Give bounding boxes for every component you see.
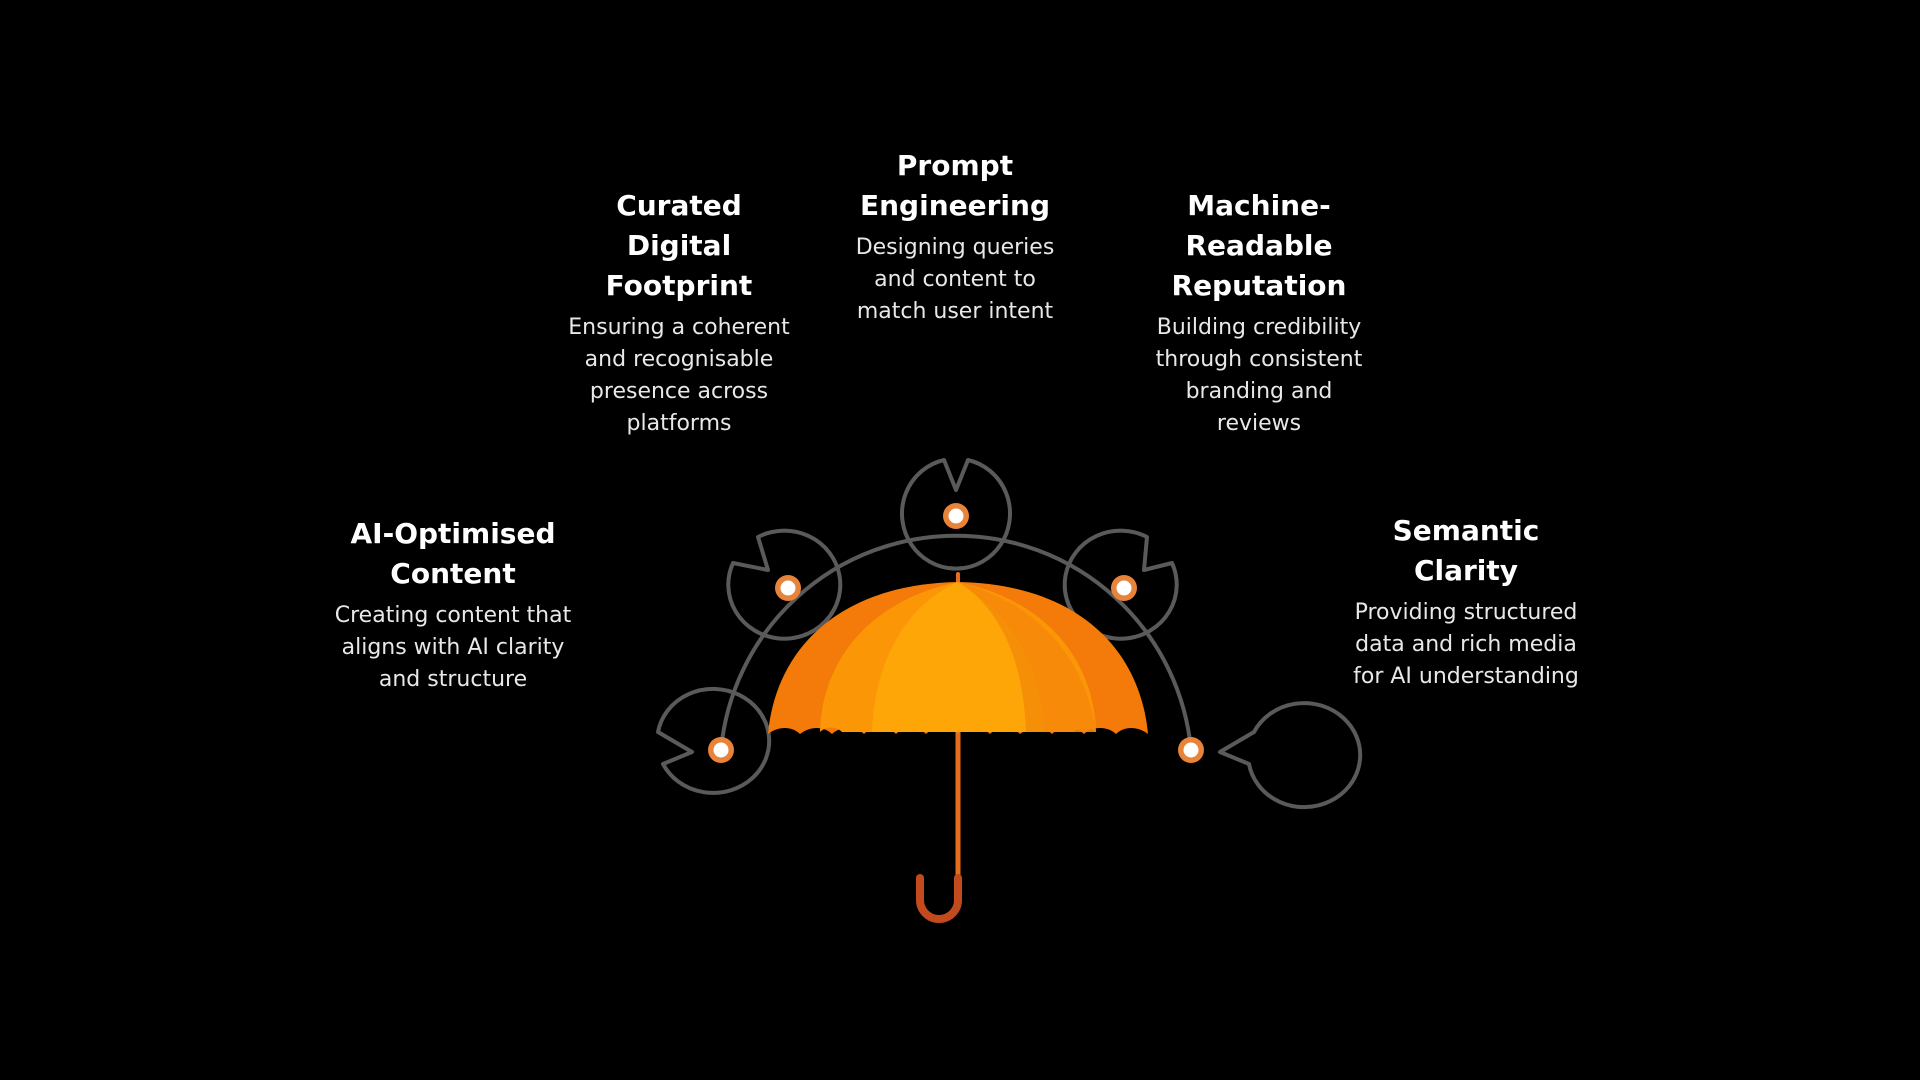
- speech-bubble-icon-ai-optimised-content: [656, 686, 772, 795]
- item-description: Building credibility through consistent …: [1155, 315, 1363, 436]
- item-title: AI-Optimised Content: [350, 517, 556, 590]
- item-description: Creating content that aligns with AI cla…: [334, 603, 572, 692]
- item-machine-readable-reputation: Machine- Readable Reputation Building cr…: [1156, 186, 1363, 440]
- item-curated-digital-footprint: Curated Digital Footprint Ensuring a coh…: [568, 186, 789, 440]
- item-title: Curated Digital Footprint: [605, 189, 753, 302]
- item-title: Prompt Engineering: [859, 149, 1050, 222]
- item-ai-optimised-content: AI-Optimised Content Creating content th…: [335, 514, 571, 696]
- node-curated-digital-footprint: [775, 575, 801, 601]
- node-ai-optimised-content: [708, 737, 734, 763]
- speech-bubble-icon-semantic-clarity: [1218, 701, 1363, 810]
- connector-arc: [719, 533, 1193, 751]
- node-machine-readable-reputation: [1111, 575, 1137, 601]
- item-description: Ensuring a coherent and recognisable pre…: [568, 315, 790, 436]
- item-description: Providing structured data and rich media…: [1353, 600, 1579, 689]
- umbrella-handle: [916, 874, 962, 923]
- node-prompt-engineering: [943, 503, 969, 529]
- node-semantic-clarity: [1178, 737, 1204, 763]
- umbrella-icon: [768, 572, 1148, 923]
- speech-bubble-icon-curated-digital-footprint: [726, 528, 843, 641]
- item-description: Designing queries and content to match u…: [855, 235, 1055, 324]
- item-prompt-engineering: Prompt Engineering Designing queries and…: [856, 146, 1055, 328]
- item-semantic-clarity: Semantic Clarity Providing structured da…: [1353, 511, 1579, 693]
- item-title: Semantic Clarity: [1392, 514, 1540, 587]
- speech-bubble-icon-prompt-engineering: [900, 458, 1012, 571]
- item-title: Machine- Readable Reputation: [1171, 189, 1347, 302]
